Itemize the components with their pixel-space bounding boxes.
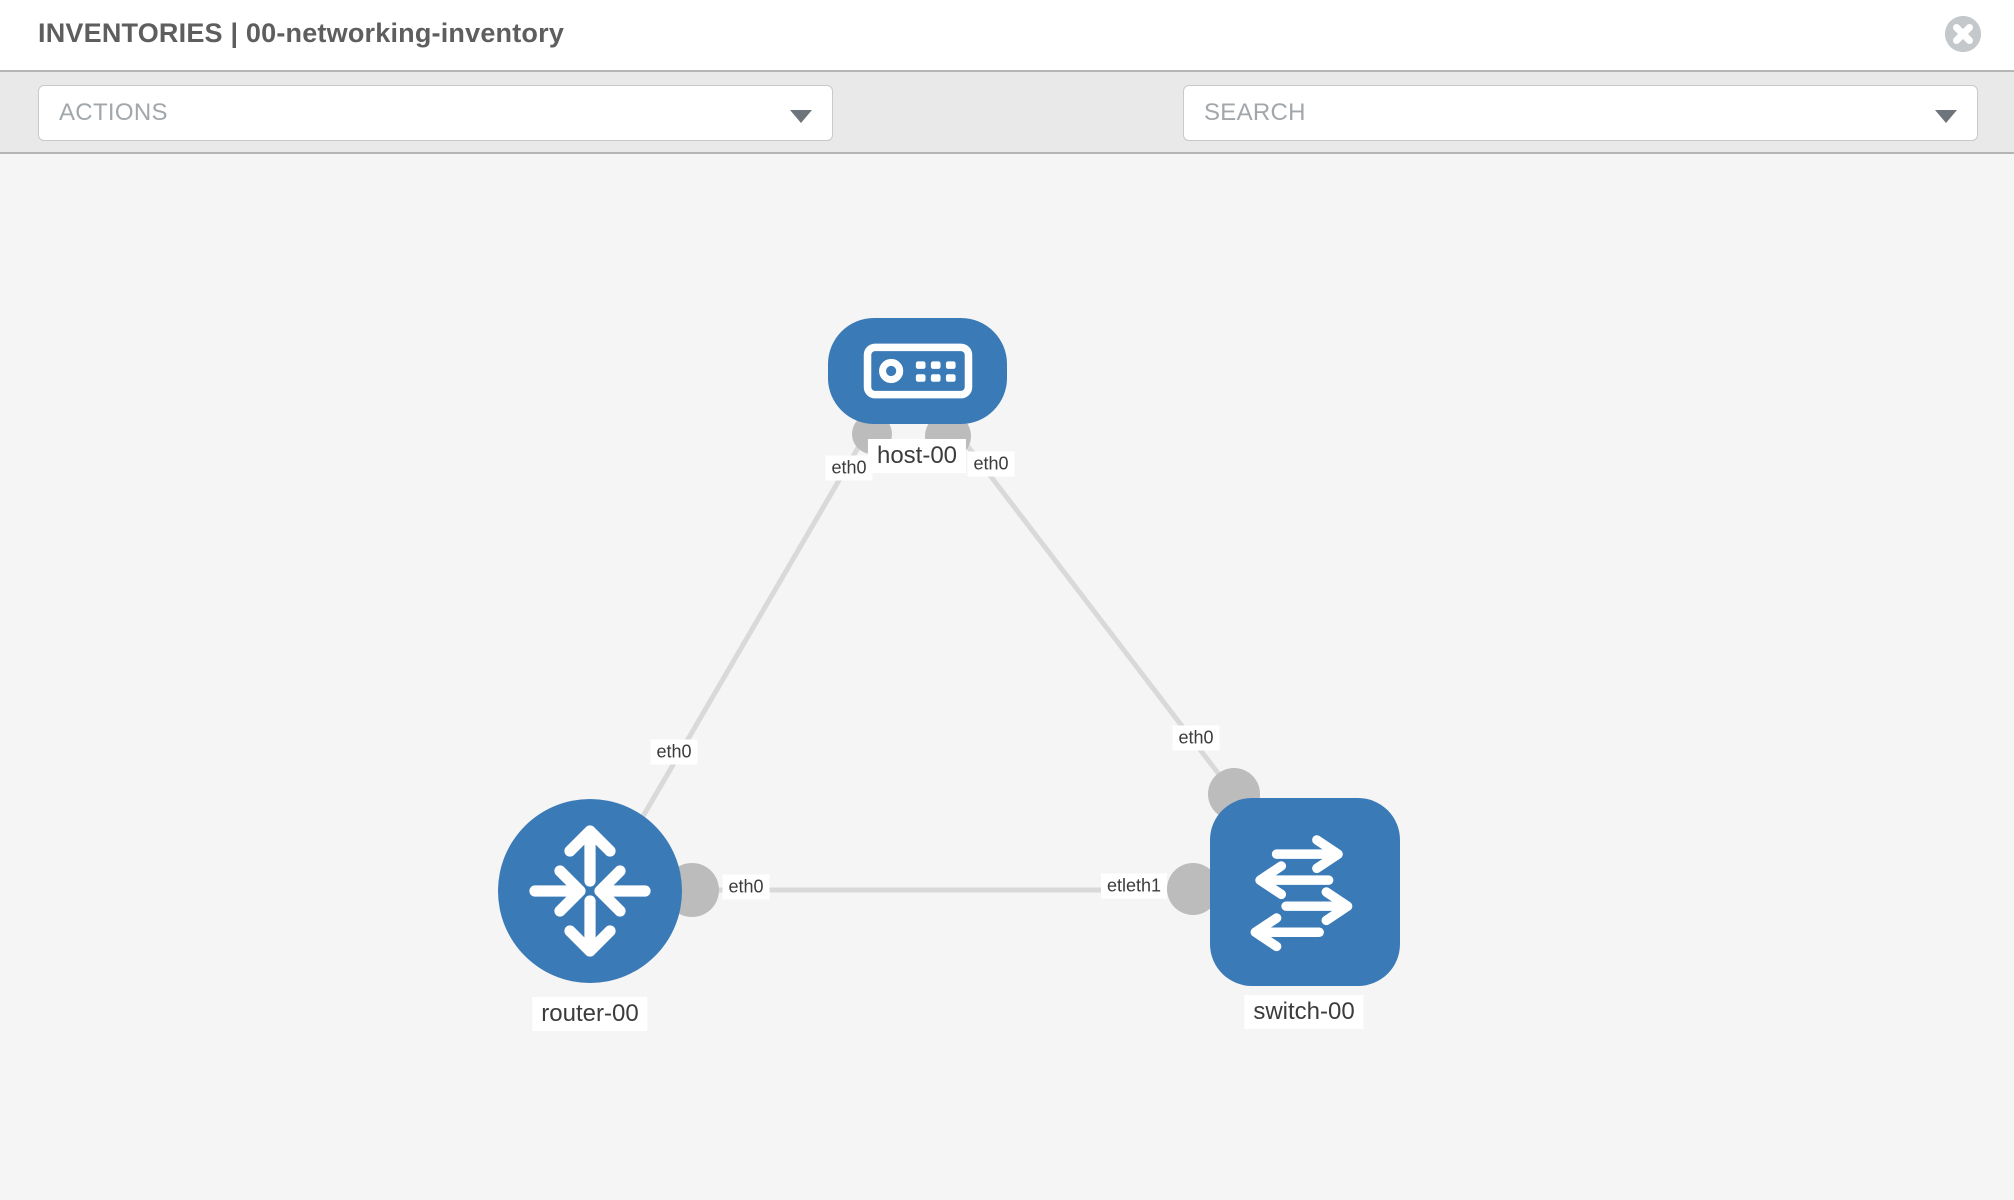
toolbar: ACTIONS SEARCH	[0, 70, 2014, 207]
topology-links	[597, 408, 1260, 917]
topology-canvas[interactable]: host-00 router-00 switch-00 eth0 eth0 et…	[0, 154, 2014, 1200]
node-label: switch-00	[1244, 995, 1364, 1029]
search-select-label: SEARCH	[1204, 99, 1306, 126]
search-select[interactable]: SEARCH	[1183, 85, 1978, 141]
caret-down-icon	[1935, 110, 1957, 123]
interface-label: etleth1	[1100, 873, 1168, 899]
node-switch-00[interactable]	[1210, 798, 1400, 986]
close-button[interactable]	[1945, 16, 1981, 52]
node-router-00[interactable]	[498, 799, 682, 983]
page-title: INVENTORIES | 00-networking-inventory	[38, 18, 565, 48]
port-dot	[1167, 863, 1219, 915]
interface-label: eth0	[967, 451, 1015, 477]
node-host-00[interactable]	[828, 318, 1007, 424]
interface-label: eth0	[722, 874, 770, 900]
interface-label: eth0	[1172, 725, 1220, 751]
node-label: router-00	[532, 997, 648, 1031]
interface-label: eth0	[650, 739, 698, 765]
router-icon	[529, 825, 651, 957]
link-host-router	[597, 408, 883, 892]
close-icon	[1945, 16, 1981, 52]
actions-select[interactable]: ACTIONS	[38, 85, 833, 141]
header: INVENTORIES | 00-networking-inventory	[0, 0, 2014, 70]
actions-select-label: ACTIONS	[59, 99, 168, 126]
switch-icon	[1250, 835, 1353, 952]
caret-down-icon	[790, 110, 812, 123]
node-label: host-00	[867, 439, 967, 473]
host-icon	[863, 343, 972, 399]
interface-label: eth0	[825, 455, 873, 481]
